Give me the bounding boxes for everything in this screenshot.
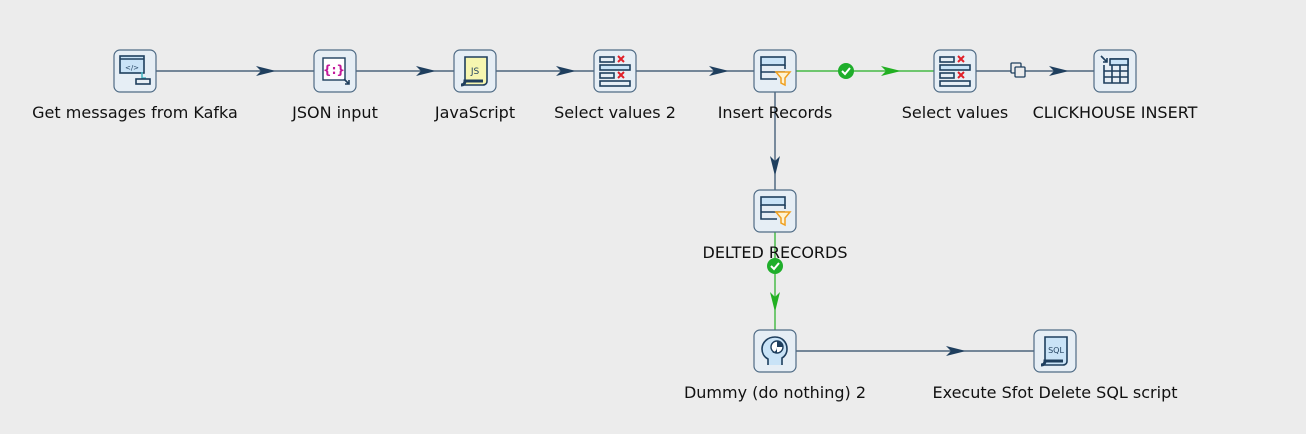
step-label: JavaScript — [434, 103, 515, 122]
step-clickhouse[interactable]: CLICKHOUSE INSERT — [1033, 49, 1198, 122]
svg-text:JS: JS — [470, 67, 480, 77]
step-sel2[interactable]: Select values 2 — [554, 49, 676, 122]
filter-rows-icon — [760, 56, 792, 87]
select-values-icon — [599, 55, 631, 87]
step-label: Insert Records — [718, 103, 833, 122]
sql-script-icon: SQL — [1040, 336, 1068, 367]
select-values-icon — [939, 55, 971, 87]
step-label: CLICKHOUSE INSERT — [1033, 103, 1198, 122]
success-check-icon — [767, 258, 783, 274]
step-label: Select values — [902, 103, 1008, 122]
copy-rows-icon — [1010, 62, 1026, 78]
hop-insert-sel-true[interactable] — [796, 63, 934, 79]
step-label: Dummy (do nothing) 2 — [684, 383, 866, 402]
step-label: JSON input — [291, 103, 378, 122]
success-check-icon — [838, 63, 854, 79]
svg-text:{:}: {:} — [323, 63, 345, 77]
kafka-consumer-icon: </> — [119, 55, 151, 85]
table-output-icon — [1100, 55, 1129, 84]
step-label: Get messages from Kafka — [32, 103, 238, 122]
step-sql[interactable]: SQL Execute Sfot Delete SQL script — [933, 329, 1178, 402]
step-label: DELTED RECORDS — [702, 243, 847, 262]
step-json[interactable]: {:} JSON input — [291, 49, 378, 122]
step-insert[interactable]: Insert Records — [718, 49, 833, 122]
step-label: Execute Sfot Delete SQL script — [933, 383, 1178, 402]
step-sel[interactable]: Select values — [902, 49, 1008, 122]
json-input-icon: {:} — [322, 57, 350, 85]
javascript-icon: JS — [460, 56, 488, 87]
dummy-icon — [761, 336, 788, 365]
step-deleted-records[interactable]: DELTED RECORDS — [702, 189, 848, 262]
filter-rows-icon — [760, 196, 792, 227]
step-js[interactable]: JS JavaScript — [434, 49, 515, 122]
step-label: Select values 2 — [554, 103, 676, 122]
svg-text:</>: </> — [125, 64, 139, 72]
hop-sel-ch-copy[interactable] — [976, 62, 1094, 78]
hop-del-dummy-true[interactable] — [767, 232, 783, 330]
step-kafka[interactable]: </> Get messages from Kafka — [32, 49, 238, 122]
svg-text:SQL: SQL — [1048, 346, 1064, 355]
step-dummy[interactable]: Dummy (do nothing) 2 — [684, 329, 866, 402]
